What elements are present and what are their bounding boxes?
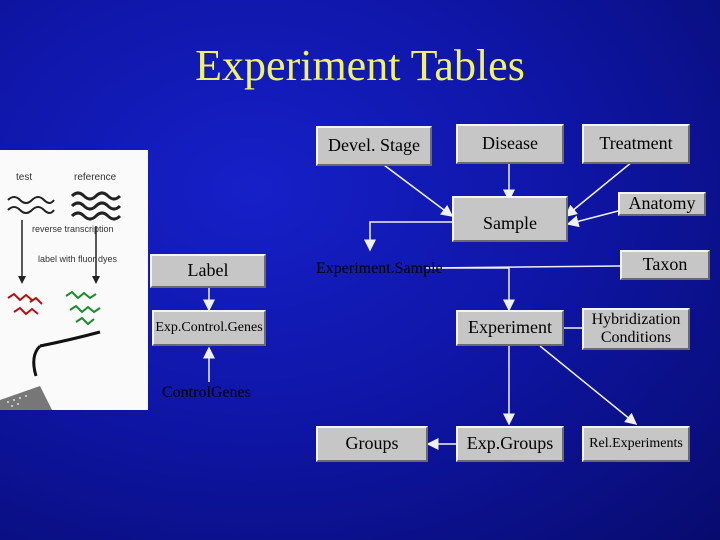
- node-exp-groups: Exp.Groups: [456, 426, 564, 462]
- node-control-genes: ControlGenes: [162, 384, 251, 401]
- node-exp-control-genes: Exp.Control.Genes: [152, 310, 266, 346]
- node-anatomy: Anatomy: [618, 192, 706, 216]
- node-disease: Disease: [456, 124, 564, 164]
- node-groups: Groups: [316, 426, 428, 462]
- node-devel-stage: Devel. Stage: [316, 126, 432, 166]
- line-taxon-to-expsample: [429, 265, 621, 269]
- node-experiment-sample: Experiment.Sample: [316, 260, 443, 277]
- arrow-anatomy-to-sample: [566, 209, 623, 228]
- arrow-treatment-to-sample: [564, 161, 633, 217]
- figure-rt-label: reverse transcription: [32, 224, 114, 234]
- node-rel-experiments: Rel.Experiments: [582, 426, 690, 462]
- node-taxon: Taxon: [620, 250, 710, 280]
- figure-test-label: test: [16, 172, 32, 183]
- figure-reference-label: reference: [74, 172, 117, 183]
- slide-title: Experiment Tables: [195, 41, 525, 90]
- arrow-devel-to-sample: [379, 161, 454, 217]
- arrow-sample-to-expsample: [364, 221, 452, 252]
- node-experiment: Experiment: [456, 310, 564, 346]
- figure-label-dyes: label with fluor dyes: [38, 254, 118, 264]
- node-sample: Sample: [452, 196, 568, 242]
- node-hybridization-conditions: Hybridization Conditions: [582, 308, 690, 350]
- node-label: Label: [150, 254, 266, 288]
- arrow-experiment-to-relexp: [539, 345, 638, 425]
- node-treatment: Treatment: [582, 124, 690, 164]
- microarray-figure: test reference reverse transcription lab…: [0, 150, 148, 410]
